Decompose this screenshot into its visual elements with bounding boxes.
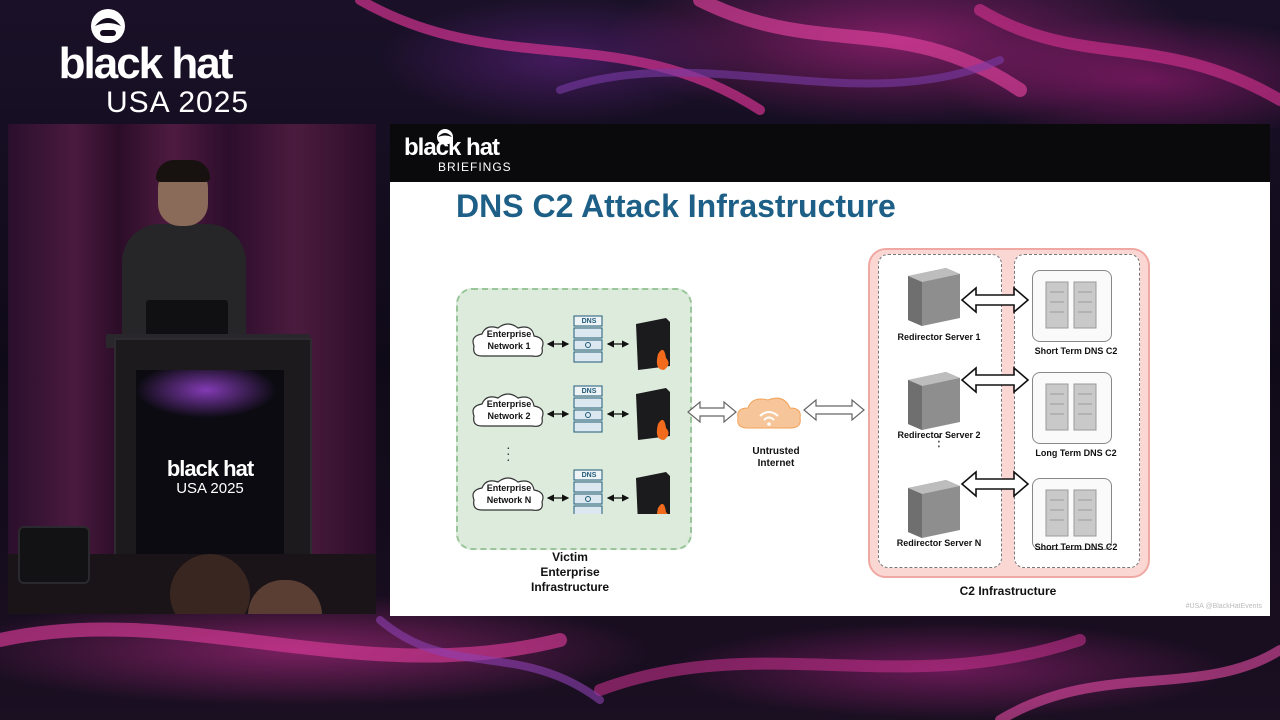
internet-label: Untrusted Internet	[726, 446, 826, 470]
network-label-line: Enterprise	[486, 329, 532, 339]
laptop	[146, 300, 228, 340]
internet-link-arrows	[687, 397, 865, 429]
podium-brand: black hat	[166, 456, 254, 481]
podium-logo: black hat USA 2025	[136, 458, 284, 498]
c2-server-label: Short Term DNS C2	[1034, 542, 1118, 552]
slide-title: DNS C2 Attack Infrastructure	[456, 188, 896, 224]
untrusted-internet-cloud-icon	[737, 397, 801, 429]
audience-head	[170, 554, 250, 614]
c2-server-box	[1032, 270, 1112, 342]
victim-label-line: Victim	[552, 550, 588, 564]
network-label-line: Network 1	[487, 341, 531, 351]
svg-text:⋮: ⋮	[932, 434, 946, 450]
slide-brand: black hat	[404, 134, 500, 161]
network-label-line: Network 2	[487, 411, 531, 421]
c2-server-box	[1032, 372, 1112, 444]
speaker-hair	[156, 160, 210, 182]
redirector-server-icon	[908, 480, 960, 538]
rack-server-icon	[1045, 489, 1097, 537]
speaker-camera-feed: black hat USA 2025	[8, 124, 376, 614]
slide-header: black hat BRIEFINGS	[390, 124, 1270, 182]
cloud-icon	[472, 477, 544, 511]
cloud-icon	[472, 323, 544, 357]
dns-tag: DNS	[581, 472, 597, 479]
rack-server-icon	[1045, 383, 1097, 431]
ellipsis-dots: ···	[506, 439, 511, 467]
dns-tag: DNS	[581, 388, 597, 395]
black-hat-logo-icon	[437, 129, 453, 144]
dns-tag: DNS	[581, 318, 597, 325]
victim-label-line: Infrastructure	[530, 580, 610, 594]
firewall-icon	[636, 388, 670, 440]
podium-edition: USA 2025	[176, 480, 244, 497]
internet-label-line: Untrusted	[752, 446, 800, 457]
black-hat-usa-2025-logo: black hat USA 2025	[10, 4, 280, 120]
dns-server-icon	[573, 469, 603, 514]
network-label-line: Enterprise	[486, 483, 532, 493]
redirector-label: Redirector Server 2	[897, 430, 981, 440]
slide-footer: #USA @BlackHatEvents	[1185, 603, 1262, 610]
c2-server-label: Short Term DNS C2	[1034, 346, 1118, 356]
network-label-line: Enterprise	[486, 399, 532, 409]
dns-server-icon	[573, 315, 603, 363]
slide-brand-sub: BRIEFINGS	[438, 160, 512, 174]
c2-servers-diagram: ⋮	[908, 268, 1030, 538]
firewall-icon	[636, 318, 670, 370]
presentation-slide: black hat BRIEFINGS DNS C2 Attack Infras…	[390, 124, 1270, 616]
rack-server-icon	[1045, 281, 1097, 329]
victim-label-line: Enterprise	[540, 565, 600, 579]
network-label-line: Network N	[486, 495, 532, 505]
redirector-label: Redirector Server N	[896, 538, 982, 548]
firewall-icon	[636, 472, 670, 514]
event-edition: USA 2025	[106, 86, 250, 119]
internet-label-line: Internet	[757, 458, 795, 469]
network-label: Enterprise Network 1	[470, 328, 548, 352]
c2-server-box	[1032, 478, 1112, 550]
redirector-server-icon	[908, 372, 960, 430]
dns-c2-rack-icons	[1045, 281, 1097, 537]
redirector-label: Redirector Server 1	[897, 332, 981, 342]
event-brand: black hat	[58, 39, 234, 88]
victim-label: Victim Enterprise Infrastructure	[490, 550, 650, 595]
cloud-icon	[472, 393, 544, 427]
stage-light	[18, 526, 90, 584]
victim-dns-firewall-diagram	[546, 315, 670, 514]
redirector-server-icon	[908, 268, 960, 326]
black-hat-logo-icon	[91, 9, 125, 43]
c2-server-label: Long Term DNS C2	[1035, 448, 1117, 458]
c2-label: C2 Infrastructure	[959, 584, 1057, 598]
dns-server-icon	[573, 385, 603, 433]
network-label: Enterprise Network 2	[470, 398, 548, 422]
network-label: Enterprise Network N	[470, 482, 548, 506]
